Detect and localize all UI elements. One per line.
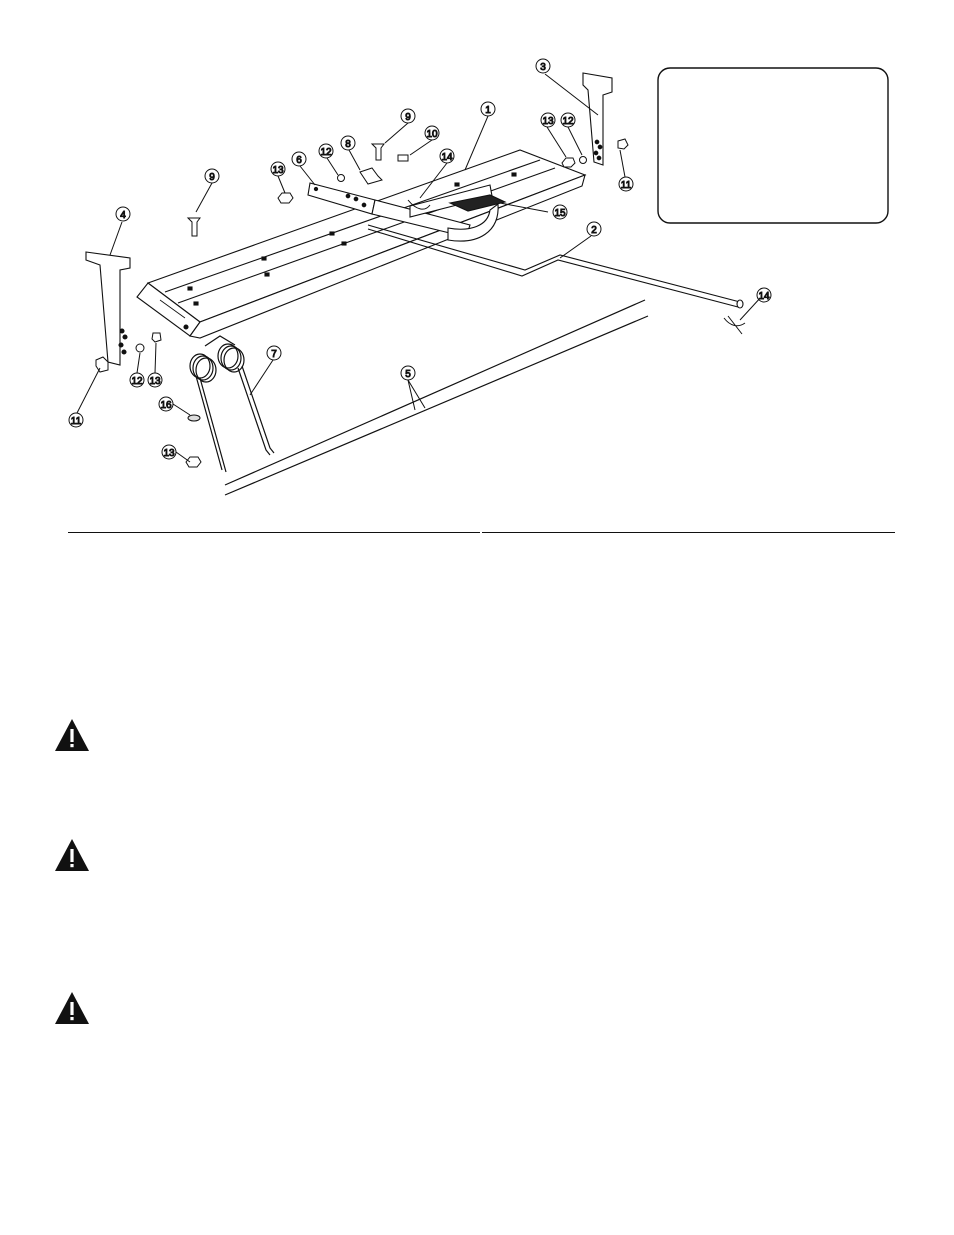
callout-6: 6 (291, 151, 307, 167)
coil-springs (189, 335, 275, 473)
callout-12c: 12 (129, 372, 145, 388)
svg-text:11: 11 (71, 416, 82, 427)
callout-5: 5 (400, 365, 416, 381)
svg-text:13: 13 (542, 116, 554, 127)
svg-text:12: 12 (131, 376, 143, 387)
deflector-panel (136, 149, 587, 339)
callout-13a: 13 (270, 161, 286, 177)
callout-16: 16 (158, 396, 174, 412)
callout-13c: 13 (540, 112, 556, 128)
svg-text:16: 16 (160, 400, 172, 411)
callout-11b: 11 (68, 412, 84, 428)
svg-text:13: 13 (163, 448, 175, 459)
callout-10: 10 (424, 125, 440, 141)
spring-rod (367, 224, 744, 309)
svg-text:13: 13 (149, 376, 161, 387)
callout-12a: 12 (318, 143, 334, 159)
callout-12b: 12 (560, 112, 576, 128)
parts-exploded-diagram: 1 2 3 4 5 6 7 8 9 9 10 11 11 12 12 12 13… (68, 58, 889, 496)
callout-3: 3 (535, 58, 551, 74)
hardware (95, 138, 746, 468)
hook-bracket (447, 194, 507, 242)
left-bracket (85, 251, 131, 366)
callout-7: 7 (266, 345, 282, 361)
svg-text:11: 11 (621, 180, 632, 191)
callout-2: 2 (586, 221, 602, 237)
callout-9b: 9 (400, 108, 416, 124)
svg-text:2: 2 (591, 225, 597, 236)
callout-4: 4 (115, 206, 131, 222)
svg-text:14: 14 (758, 291, 770, 302)
svg-text:1: 1 (485, 105, 491, 116)
svg-text:7: 7 (271, 349, 277, 360)
callout-1: 1 (480, 101, 496, 117)
callout-11a: 11 (618, 176, 634, 192)
svg-text:8: 8 (345, 139, 351, 150)
callout-8: 8 (340, 135, 356, 151)
right-column-rule (482, 532, 895, 533)
callout-bubbles: 1 2 3 4 5 6 7 8 9 9 10 11 11 12 12 12 13… (68, 58, 772, 460)
warning-triangle-icon (55, 719, 89, 751)
svg-text:13: 13 (272, 165, 284, 176)
svg-text:12: 12 (320, 147, 332, 158)
callout-15: 15 (552, 204, 568, 220)
warning-triangle-icon (55, 992, 89, 1024)
svg-text:6: 6 (296, 155, 302, 166)
svg-text:10: 10 (426, 129, 438, 140)
warning-triangle-icon (55, 839, 89, 871)
callout-13d: 13 (161, 444, 177, 460)
callout-14b: 14 (756, 287, 772, 303)
callout-13b: 13 (147, 372, 163, 388)
inset-box (657, 67, 889, 224)
svg-text:5: 5 (405, 369, 411, 380)
svg-text:9: 9 (209, 172, 215, 183)
right-bracket (582, 72, 613, 166)
svg-text:4: 4 (120, 210, 126, 221)
svg-text:14: 14 (441, 152, 453, 163)
svg-text:12: 12 (562, 116, 574, 127)
leader-lines (76, 73, 763, 463)
svg-text:9: 9 (405, 112, 411, 123)
callout-14a: 14 (439, 148, 455, 164)
svg-text:3: 3 (540, 62, 546, 73)
svg-text:15: 15 (554, 208, 566, 219)
left-column-rule (68, 532, 480, 533)
long-tines (224, 299, 649, 496)
callout-9a: 9 (204, 168, 220, 184)
